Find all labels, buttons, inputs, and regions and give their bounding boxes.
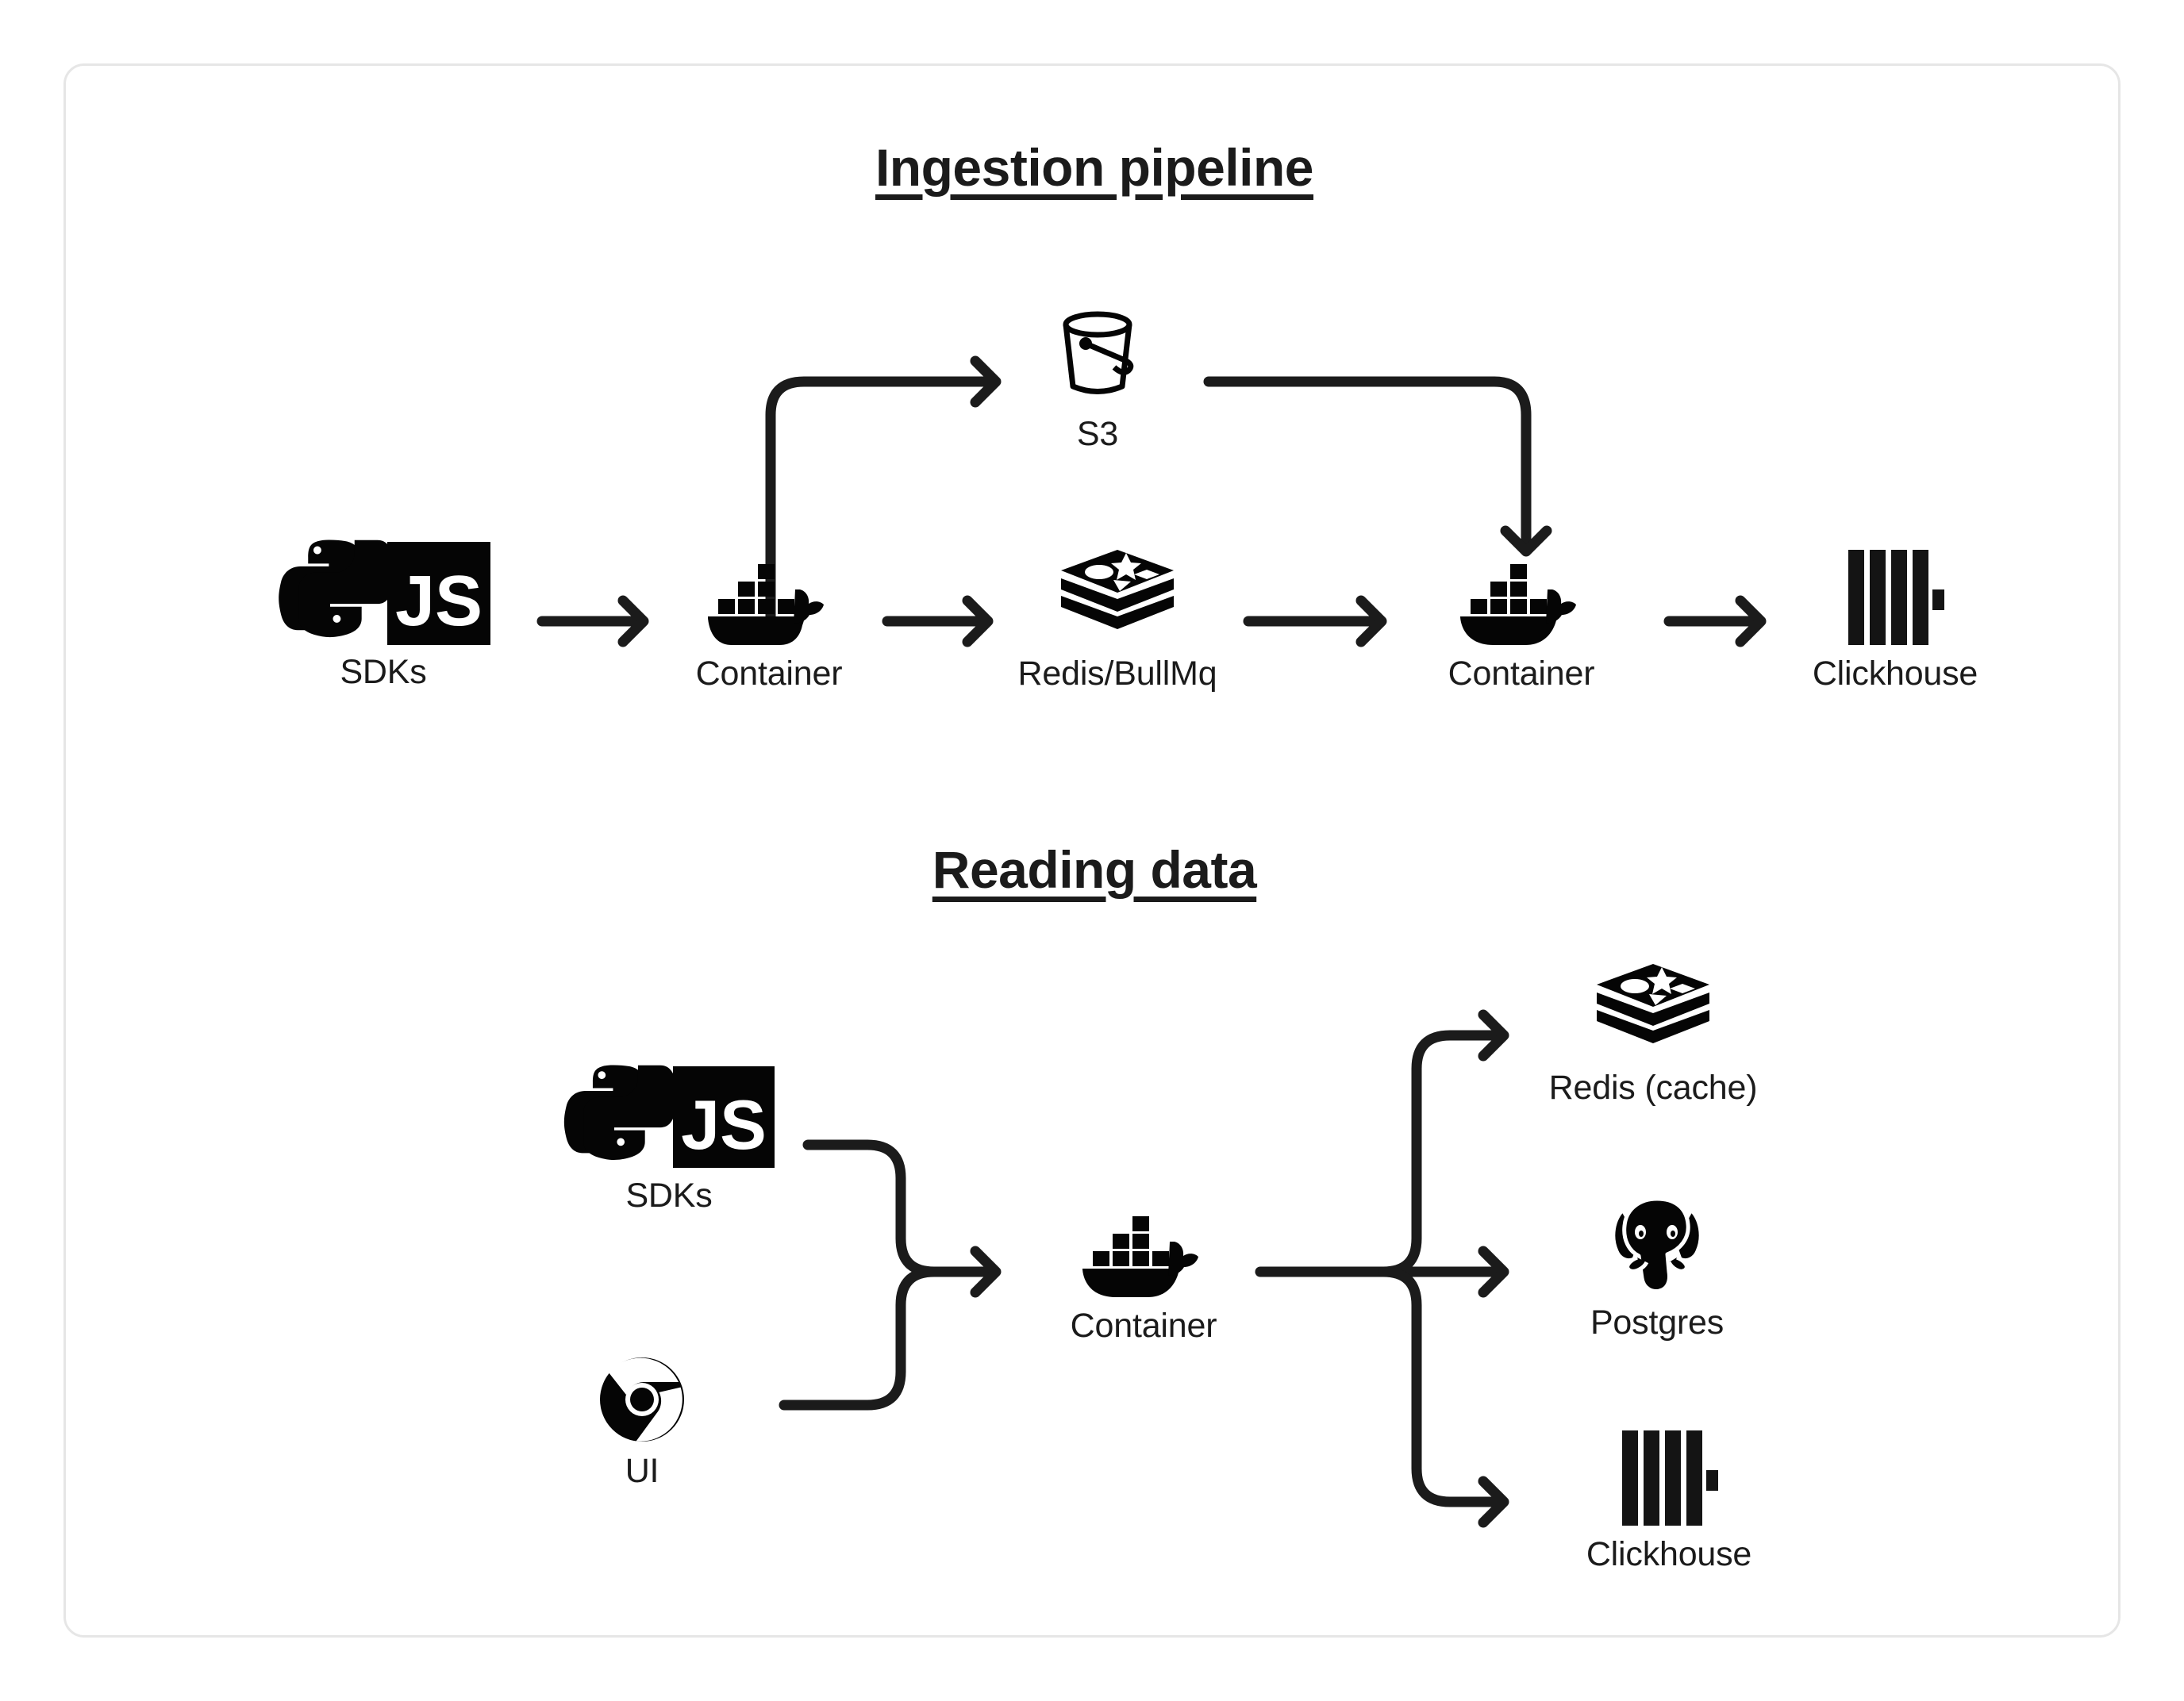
node-label: S3 — [1076, 415, 1119, 453]
edge-ui-container-merge — [779, 1251, 996, 1411]
connector-layer — [536, 66, 2123, 1640]
chrome-browser-icon — [598, 1355, 686, 1444]
docker-whale-icon — [1068, 1210, 1219, 1299]
node-label: Clickhouse — [1812, 655, 1978, 693]
postgres-elephant-icon — [1605, 1192, 1709, 1296]
clickhouse-bars-icon — [1845, 548, 1945, 647]
python-js-sdk-icon: JS — [260, 539, 506, 645]
js-box — [387, 542, 490, 645]
node-label: UI — [625, 1452, 659, 1490]
node-label: Redis/BullMq — [1017, 655, 1217, 693]
node-container-2[interactable]: Container — [1426, 558, 1617, 692]
edge-container1-redis — [882, 601, 988, 642]
node-label: Container — [695, 655, 843, 693]
redis-stack-icon — [1594, 962, 1713, 1061]
docker-whale-icon — [694, 558, 844, 647]
edge-sdks-container1 — [536, 601, 644, 642]
node-label: Postgres — [1590, 1304, 1725, 1342]
edge-container1-s3 — [765, 361, 996, 627]
node-redis-cache[interactable]: Redis (cache) — [1526, 962, 1780, 1106]
js-label: JS — [395, 562, 483, 641]
docker-whale-icon — [1446, 558, 1597, 647]
node-label: Redis (cache) — [1548, 1069, 1758, 1107]
node-label: SDKs — [625, 1177, 713, 1215]
redis-stack-icon — [1058, 548, 1177, 647]
edge-s3-container2 — [1203, 376, 1547, 551]
js-label: JS — [681, 1085, 767, 1164]
section-title-ingestion: Ingestion pipeline — [875, 138, 1314, 197]
s3-bucket-icon — [1046, 304, 1149, 407]
node-sdks-reading[interactable]: JS SDKs — [534, 1064, 804, 1214]
node-container-reading[interactable]: Container — [1048, 1210, 1239, 1344]
diagram-card: Ingestion pipeline Reading data JS SDKs — [63, 63, 2121, 1638]
node-redis-bullmq[interactable]: Redis/BullMq — [1006, 548, 1228, 692]
node-clickhouse-reading[interactable]: Clickhouse — [1554, 1429, 1784, 1572]
js-box — [673, 1066, 775, 1168]
clickhouse-bars-icon — [1619, 1429, 1719, 1527]
edge-container-redis — [1378, 1015, 1504, 1277]
diagram-stage: Ingestion pipeline Reading data JS SDKs — [66, 66, 2123, 1640]
node-label: Container — [1448, 655, 1595, 693]
node-clickhouse-ingestion[interactable]: Clickhouse — [1780, 548, 2010, 692]
edge-container-clickhouse — [1378, 1266, 1504, 1522]
edge-redis-container2 — [1243, 601, 1382, 642]
node-label: Container — [1070, 1307, 1217, 1345]
node-postgres[interactable]: Postgres — [1558, 1192, 1756, 1341]
edge-container2-clickhouse — [1663, 601, 1761, 642]
node-container-1[interactable]: Container — [674, 558, 864, 692]
section-title-reading: Reading data — [932, 840, 1257, 899]
edge-sdks-container-merge — [802, 1139, 994, 1277]
node-sdks-ingestion[interactable]: JS SDKs — [248, 539, 518, 690]
python-js-sdk-icon: JS — [550, 1064, 788, 1169]
node-label: SDKs — [340, 653, 427, 691]
node-ui[interactable]: UI — [571, 1355, 713, 1489]
node-label: Clickhouse — [1586, 1535, 1752, 1573]
node-s3[interactable]: S3 — [1018, 304, 1177, 452]
